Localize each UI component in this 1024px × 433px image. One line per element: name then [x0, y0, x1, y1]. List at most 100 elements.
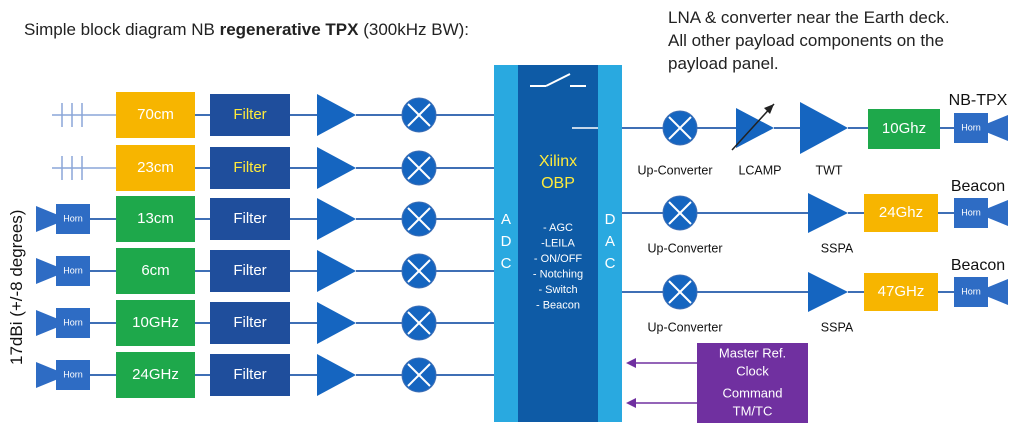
- input-chain-5-horn-antenna-body: [56, 360, 90, 390]
- output-chain-2-horn-antenna-flare: [986, 279, 1008, 305]
- output-chain-0-converter-label: Up-Converter: [637, 163, 712, 177]
- output-chain-1-output-label: Beacon: [951, 178, 1005, 195]
- input-chain-5-filter-label: Filter: [233, 366, 266, 383]
- input-chain-4-filter-box: [210, 302, 290, 344]
- output-chain-1-horn-antenna-body: [954, 198, 988, 228]
- adc-letter-1: D: [501, 233, 512, 250]
- dac-letter-2: C: [605, 255, 616, 272]
- output-chain-0-output-label: NB-TPX: [949, 92, 1008, 109]
- output-chain-1-band-label: 24Ghz: [879, 204, 923, 221]
- obp-function-1: -LEILA: [541, 237, 575, 249]
- input-chain-4-horn-antenna-label: Horn: [63, 317, 83, 327]
- output-chain-1-upconverter-mixer-x2: [668, 201, 692, 225]
- input-chain-1-lna-amplifier: [317, 147, 356, 189]
- input-chain-2-band-label: 13cm: [137, 210, 174, 227]
- obp-name-1: Xilinx: [539, 153, 577, 170]
- output-chain-2-band-box: [864, 273, 938, 311]
- adc-letter-2: C: [501, 255, 512, 272]
- input-chain-0-mixer-x2: [407, 103, 431, 127]
- input-chain-1-band-label: 23cm: [137, 159, 174, 176]
- obp-function-2: - ON/OFF: [534, 253, 583, 265]
- input-chain-1-mixer-x2: [407, 156, 431, 180]
- input-chain-2-lna-amplifier: [317, 198, 356, 240]
- diagram-title: Simple block diagram NB regenerative TPX…: [24, 20, 469, 40]
- dac-letter-0: D: [605, 211, 616, 228]
- placement-note: LNA & converter near the Earth deck. All…: [668, 6, 1008, 75]
- title-suffix: (300kHz BW):: [358, 20, 470, 39]
- reference-0-box: [697, 343, 808, 383]
- output-chain-0-horn-antenna-label: Horn: [961, 122, 981, 132]
- obp-function-5: - Beacon: [536, 299, 580, 311]
- input-chain-0-filter-label: Filter: [233, 106, 266, 123]
- input-chain-3-filter-label: Filter: [233, 262, 266, 279]
- output-chain-1-sspa-amplifier: [808, 193, 848, 233]
- input-chain-4-mixer-x2: [407, 311, 431, 335]
- input-chain-3-filter-box: [210, 250, 290, 292]
- input-chain-3-lna-amplifier: [317, 250, 356, 292]
- input-chain-3-band-box: [116, 248, 195, 294]
- input-chain-4-band-box: [116, 300, 195, 346]
- output-chain-2-converter-label: Up-Converter: [647, 320, 722, 334]
- input-chain-4-horn-antenna-flare: [36, 310, 58, 336]
- input-chain-3-horn-antenna-flare: [36, 258, 58, 284]
- obp-function-0: - AGC: [543, 222, 573, 234]
- switch-blade: [545, 73, 571, 87]
- reference-1-box: [697, 383, 808, 423]
- output-chain-0-lcamp-arrowhead: [764, 104, 774, 114]
- input-chain-4-horn-antenna-body: [56, 308, 90, 338]
- output-chain-2-output-label: Beacon: [951, 257, 1005, 274]
- input-chain-3-mixer-x2: [407, 259, 431, 283]
- input-chain-1-filter-label: Filter: [233, 159, 266, 176]
- input-chain-4-band-label: 10GHz: [132, 314, 179, 331]
- output-chain-0-horn-antenna-flare: [986, 115, 1008, 141]
- reference-0-label-2: Clock: [736, 363, 769, 378]
- output-chain-1-sspa-label: SSPA: [821, 241, 854, 255]
- note-line-3: payload panel.: [668, 54, 779, 73]
- output-chain-0-twt-label: TWT: [815, 163, 842, 177]
- adc-strip: [494, 65, 518, 422]
- output-chain-1-converter-label: Up-Converter: [647, 241, 722, 255]
- input-chain-4-filter-label: Filter: [233, 314, 266, 331]
- input-chain-2-horn-antenna-label: Horn: [63, 213, 83, 223]
- input-chain-1-band-box: [116, 145, 195, 191]
- input-chain-3-horn-antenna-label: Horn: [63, 265, 83, 275]
- output-chain-2-horn-antenna-label: Horn: [961, 286, 981, 296]
- input-chain-1-filter-box: [210, 147, 290, 189]
- output-chain-0-horn-antenna-body: [954, 113, 988, 143]
- input-chain-0-filter-box: [210, 94, 290, 136]
- obp-core: [518, 65, 598, 422]
- output-chain-2-band-label: 47GHz: [878, 283, 925, 300]
- input-chain-3-horn-antenna-body: [56, 256, 90, 286]
- reference-1-label-1: Command: [723, 385, 783, 400]
- dac-strip: [598, 65, 622, 422]
- output-chain-0-lcamp-label: LCAMP: [738, 163, 781, 177]
- input-chain-4-lna-amplifier: [317, 302, 356, 344]
- reference-1-label-2: TM/TC: [733, 403, 773, 418]
- input-chain-5-horn-antenna-label: Horn: [63, 369, 83, 379]
- input-chain-2-horn-antenna-flare: [36, 206, 58, 232]
- input-chain-3-band-label: 6cm: [141, 262, 169, 279]
- output-chain-1-band-box: [864, 194, 938, 232]
- input-chain-5-band-label: 24GHz: [132, 366, 179, 383]
- output-chain-0-twt-amplifier: [800, 102, 848, 154]
- output-chain-2-sspa-amplifier: [808, 272, 848, 312]
- input-chain-5-horn-antenna-flare: [36, 362, 58, 388]
- input-chain-2-mixer-x2: [407, 207, 431, 231]
- input-chain-5-lna-amplifier: [317, 354, 356, 396]
- dac-letter-1: A: [605, 233, 615, 250]
- input-chain-2-band-box: [116, 196, 195, 242]
- adc-letter-0: A: [501, 211, 511, 228]
- input-chain-2-filter-label: Filter: [233, 210, 266, 227]
- output-chain-2-upconverter-mixer-x2: [668, 280, 692, 304]
- title-bold: regenerative TPX: [219, 20, 359, 39]
- output-chain-2-horn-antenna-body: [954, 277, 988, 307]
- input-chain-2-filter-box: [210, 198, 290, 240]
- reference-1-arrowhead: [626, 398, 636, 408]
- input-chain-5-mixer-x2: [407, 363, 431, 387]
- output-chain-2-sspa-label: SSPA: [821, 320, 854, 334]
- input-chain-5-band-box: [116, 352, 195, 398]
- obp-function-4: - Switch: [538, 284, 577, 296]
- output-chain-0-lcamp-amplifier: [736, 108, 774, 148]
- output-chain-1-horn-antenna-flare: [986, 200, 1008, 226]
